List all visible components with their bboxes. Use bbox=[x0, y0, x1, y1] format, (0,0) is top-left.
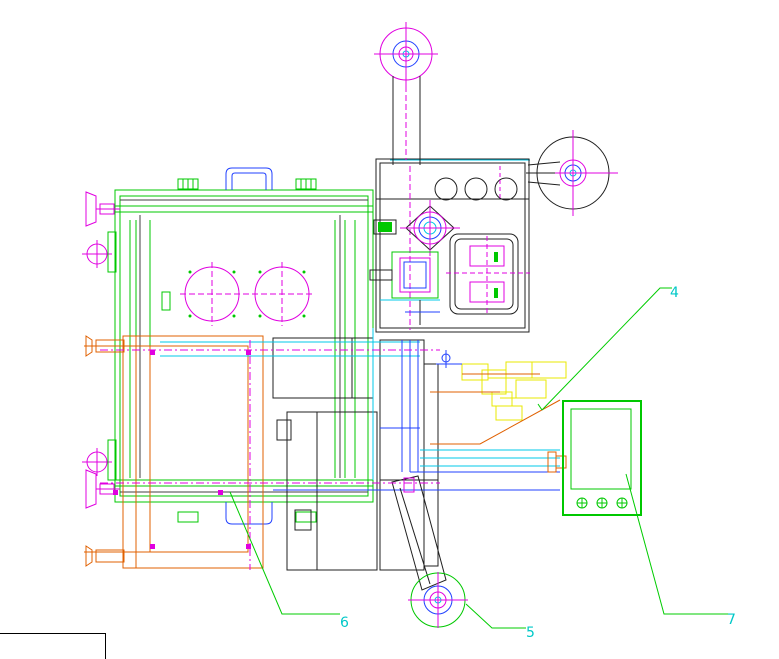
gear-assembly bbox=[373, 200, 460, 256]
leader-lines bbox=[229, 287, 730, 629]
pipe-flange bbox=[547, 451, 567, 473]
orange-wiring bbox=[430, 373, 561, 445]
cyan-piping bbox=[160, 159, 560, 480]
viewports bbox=[161, 262, 314, 326]
main-frame bbox=[114, 189, 374, 503]
viewport-bolts bbox=[188, 270, 306, 318]
bottom-pulley bbox=[391, 475, 468, 628]
callout-5: 5 bbox=[526, 625, 535, 641]
title-block bbox=[0, 633, 106, 659]
blue-valve bbox=[436, 350, 462, 368]
centerlines bbox=[100, 340, 440, 570]
magenta-points bbox=[113, 350, 251, 549]
orange-frame bbox=[84, 335, 264, 569]
orange-feet bbox=[85, 335, 125, 567]
upper-cabinet bbox=[375, 158, 530, 333]
callout-6: 6 bbox=[340, 615, 349, 631]
top-fittings bbox=[177, 167, 317, 525]
top-pulley bbox=[374, 22, 438, 165]
blue-piping bbox=[273, 340, 560, 491]
callout-7: 7 bbox=[727, 612, 736, 628]
valve-block bbox=[369, 251, 440, 325]
yellow-assembly bbox=[461, 361, 567, 421]
right-pulley bbox=[526, 130, 618, 216]
control-panel bbox=[562, 400, 642, 516]
cabinet-indicators bbox=[494, 252, 498, 298]
callout-4: 4 bbox=[670, 285, 679, 301]
left-feet bbox=[82, 191, 120, 509]
frame-rails bbox=[120, 199, 368, 493]
panel-buttons bbox=[576, 497, 628, 509]
